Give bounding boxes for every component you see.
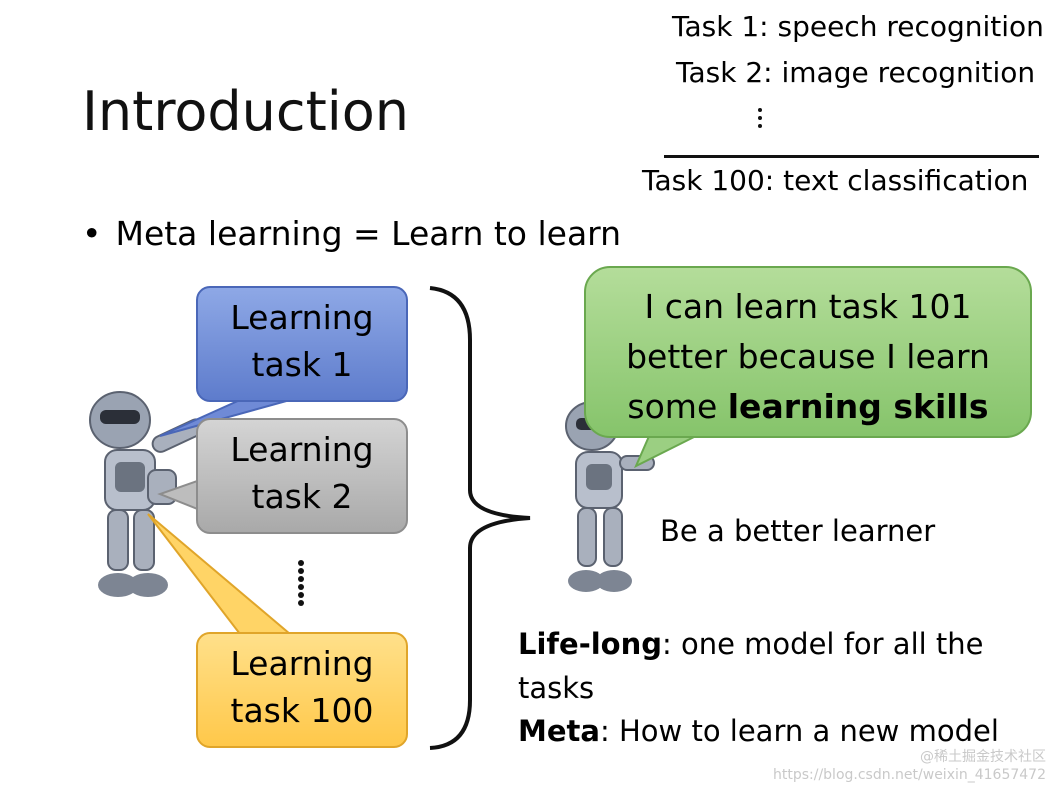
box-line: Learning xyxy=(230,430,374,469)
meta-note: Meta: How to learn a new model xyxy=(518,714,999,748)
learning-task-100-box: Learning task 100 xyxy=(196,632,408,748)
watermark: @稀土掘金技术社区 https://blog.csdn.net/weixin_4… xyxy=(773,748,1046,784)
bubble-line: better because I learn xyxy=(626,337,990,376)
watermark-line-1: @稀土掘金技术社区 xyxy=(920,749,1046,765)
learning-task-1-box: Learning task 1 xyxy=(196,286,408,402)
learning-task-2-box: Learning task 2 xyxy=(196,418,408,534)
task-divider xyxy=(664,155,1039,158)
speech-bubble: I can learn task 101 better because I le… xyxy=(584,266,1032,438)
box-line: task 2 xyxy=(251,477,353,516)
box-line: Learning xyxy=(230,644,374,683)
bullet-text: Meta learning = Learn to learn xyxy=(115,214,622,253)
ellipsis-vertical-icon xyxy=(298,560,306,608)
ellipsis-vertical-icon xyxy=(758,108,764,132)
box-line: task 100 xyxy=(230,691,374,730)
watermark-line-2: https://blog.csdn.net/weixin_41657472 xyxy=(772,767,1046,783)
meta-learning-bullet: • Meta learning = Learn to learn xyxy=(82,214,621,253)
robot-left-icon xyxy=(89,391,205,597)
task-2-label: Task 2: image recognition xyxy=(676,56,1036,89)
task-1-label: Task 1: speech recognition xyxy=(672,10,1044,43)
box-line: Learning xyxy=(230,298,374,337)
lifelong-note: Life-long: one model for all the tasks xyxy=(518,627,984,705)
slide-title: Introduction xyxy=(82,80,410,143)
bubble-line: some learning skills xyxy=(627,387,989,426)
bullet-dot-icon: • xyxy=(82,214,102,253)
task-100-label: Task 100: text classification xyxy=(642,164,1029,197)
better-learner-caption: Be a better learner xyxy=(660,514,936,548)
box-line: task 1 xyxy=(251,345,353,384)
bubble-line: I can learn task 101 xyxy=(644,287,972,326)
curly-brace xyxy=(429,286,531,750)
